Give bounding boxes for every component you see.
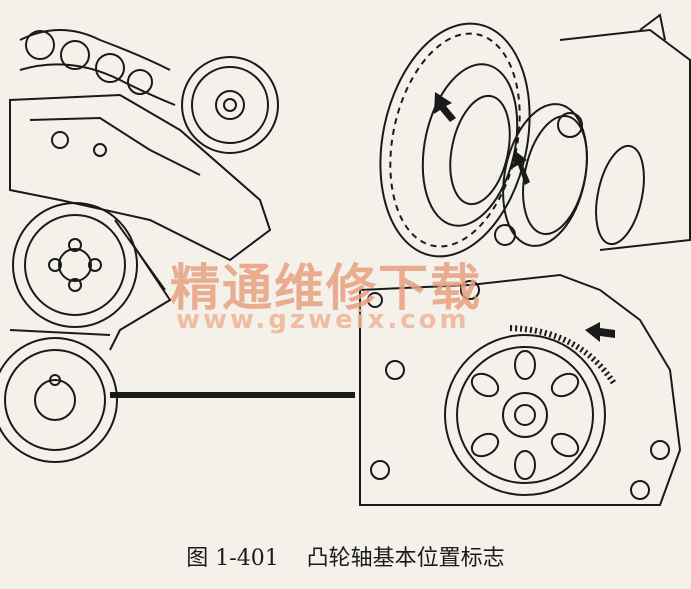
camshaft-sprocket-detail: [379, 13, 691, 258]
watermark-url: www.gzweix.com: [176, 305, 470, 335]
crankshaft-timing-mark-detail: [359, 273, 682, 506]
engine-overview-drawing: [0, 29, 355, 463]
figure-caption: 图 1-401 凸轮轴基本位置标志: [186, 546, 505, 571]
watermark-chinese: 精通维修下载: [170, 259, 482, 317]
arrow-icon: [585, 322, 615, 342]
engine-timing-illustration: [0, 13, 691, 506]
arrow-icon: [434, 92, 456, 122]
arrow-icon: [513, 150, 530, 185]
